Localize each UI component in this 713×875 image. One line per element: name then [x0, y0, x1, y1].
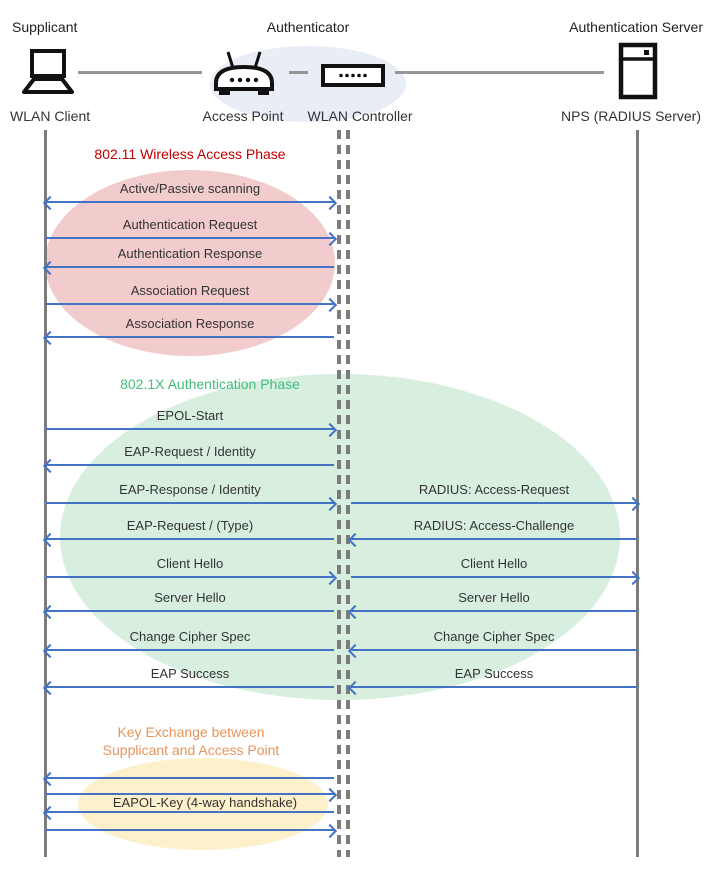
arrow-right-icon — [351, 576, 637, 578]
arrow-right-icon — [46, 237, 334, 239]
arrow-left-icon — [351, 649, 637, 651]
message-association-response: Association Response — [46, 314, 334, 338]
wlan-controller-icon — [321, 64, 385, 92]
controller-lifeline-dash-left — [337, 130, 341, 857]
arrow-left-icon — [351, 538, 637, 540]
message-label: RADIUS: Access-Challenge — [413, 518, 575, 533]
message-eapol-key-3 — [46, 789, 334, 813]
message-server-hello-right: Server Hello — [351, 588, 637, 612]
message-label: Client Hello — [156, 556, 224, 571]
message-label: Authentication Request — [122, 217, 258, 232]
message-epol-start: EPOL-Start — [46, 406, 334, 430]
message-label: Server Hello — [458, 590, 530, 605]
message-label: Change Cipher Spec — [129, 629, 251, 644]
arrow-right-icon — [46, 428, 334, 430]
arrow-left-icon — [46, 777, 334, 779]
message-eap-response-identity: EAP-Response / Identity — [46, 480, 334, 504]
supplicant-role-label: Supplicant — [12, 19, 78, 35]
arrow-left-icon — [351, 610, 637, 612]
message-eapol-key-2 — [46, 771, 334, 795]
message-client-hello-right: Client Hello — [351, 554, 637, 578]
message-eap-request-identity: EAP-Request / Identity — [46, 442, 334, 466]
message-label: Association Request — [130, 283, 250, 298]
key-exchange-ellipse — [78, 758, 328, 850]
arrow-right-icon — [46, 303, 334, 305]
access-point-icon — [211, 50, 277, 101]
message-change-cipher-spec-right: Change Cipher Spec — [351, 627, 637, 651]
connector-dash-middle — [289, 71, 308, 74]
message-label: Association Response — [125, 316, 255, 331]
message-label: EAP-Response / Identity — [119, 482, 261, 497]
arrow-right-icon — [46, 502, 334, 504]
controller-lifeline-dash-right — [346, 130, 350, 857]
message-eap-success-left: EAP Success — [46, 664, 334, 688]
arrow-left-icon — [46, 686, 334, 688]
message-label: EAP-Request / Identity — [124, 444, 256, 459]
server-icon — [618, 42, 658, 105]
arrow-left-icon — [46, 336, 334, 338]
arrow-left-icon — [46, 610, 334, 612]
arrow-left-icon — [46, 464, 334, 466]
phase-title-key-exchange: Key Exchange between Supplicant and Acce… — [38, 723, 344, 759]
nps-radius-server-label: NPS (RADIUS Server) — [560, 108, 701, 124]
message-eapol-key-1 — [46, 755, 334, 779]
arrow-bidirectional-icon — [46, 201, 334, 203]
message-eap-request-type: EAP-Request / (Type) — [46, 516, 334, 540]
message-label: RADIUS: Access-Request — [418, 482, 570, 497]
wlan-controller-label: WLAN Controller — [307, 108, 413, 124]
message-change-cipher-spec-left: Change Cipher Spec — [46, 627, 334, 651]
phase-title-8021x: 802.1X Authentication Phase — [120, 376, 300, 392]
message-client-hello-left: Client Hello — [46, 554, 334, 578]
message-radius-access-request: RADIUS: Access-Request — [351, 480, 637, 504]
supplicant-lifeline — [44, 130, 47, 857]
message-label: EAP-Request / (Type) — [126, 518, 254, 533]
message-label: Authentication Response — [117, 246, 263, 261]
access-point-label: Access Point — [202, 108, 284, 124]
key-exchange-title-line1: Key Exchange between — [117, 724, 265, 740]
message-label: EPOL-Start — [156, 408, 224, 423]
server-lifeline — [636, 130, 639, 857]
eapol-key-handshake-label: EAPOL-Key (4-way handshake) — [112, 795, 298, 810]
message-authentication-request: Authentication Request — [46, 215, 334, 239]
arrow-right-icon — [46, 829, 334, 831]
message-radius-access-challenge: RADIUS: Access-Challenge — [351, 516, 637, 540]
message-label: EAP Success — [150, 666, 230, 681]
message-association-request: Association Request — [46, 281, 334, 305]
laptop-icon — [20, 48, 76, 101]
arrow-left-icon — [351, 686, 637, 688]
authenticator-role-label: Authenticator — [266, 19, 350, 35]
connector-line-left — [78, 71, 202, 74]
arrow-left-icon — [46, 538, 334, 540]
message-active-passive-scanning: Active/Passive scanning — [46, 179, 334, 203]
message-label: Change Cipher Spec — [433, 629, 555, 644]
arrow-left-icon — [46, 811, 334, 813]
wlan-client-label: WLAN Client — [10, 108, 91, 124]
message-label: Client Hello — [460, 556, 528, 571]
phase-title-80211: 802.11 Wireless Access Phase — [94, 146, 286, 162]
message-label: Server Hello — [154, 590, 226, 605]
connector-line-right — [395, 71, 604, 74]
key-exchange-title-line2: Supplicant and Access Point — [102, 742, 280, 758]
authentication-server-role-label: Authentication Server — [569, 19, 703, 35]
message-eap-success-right: EAP Success — [351, 664, 637, 688]
arrow-left-icon — [46, 649, 334, 651]
message-authentication-response: Authentication Response — [46, 244, 334, 268]
message-label: Active/Passive scanning — [119, 181, 261, 196]
arrow-right-icon — [46, 576, 334, 578]
arrow-left-icon — [46, 266, 334, 268]
message-label: EAP Success — [454, 666, 534, 681]
message-eapol-key-4 — [46, 807, 334, 831]
arrow-right-icon — [351, 502, 637, 504]
arrow-right-icon — [46, 793, 334, 795]
message-server-hello-left: Server Hello — [46, 588, 334, 612]
